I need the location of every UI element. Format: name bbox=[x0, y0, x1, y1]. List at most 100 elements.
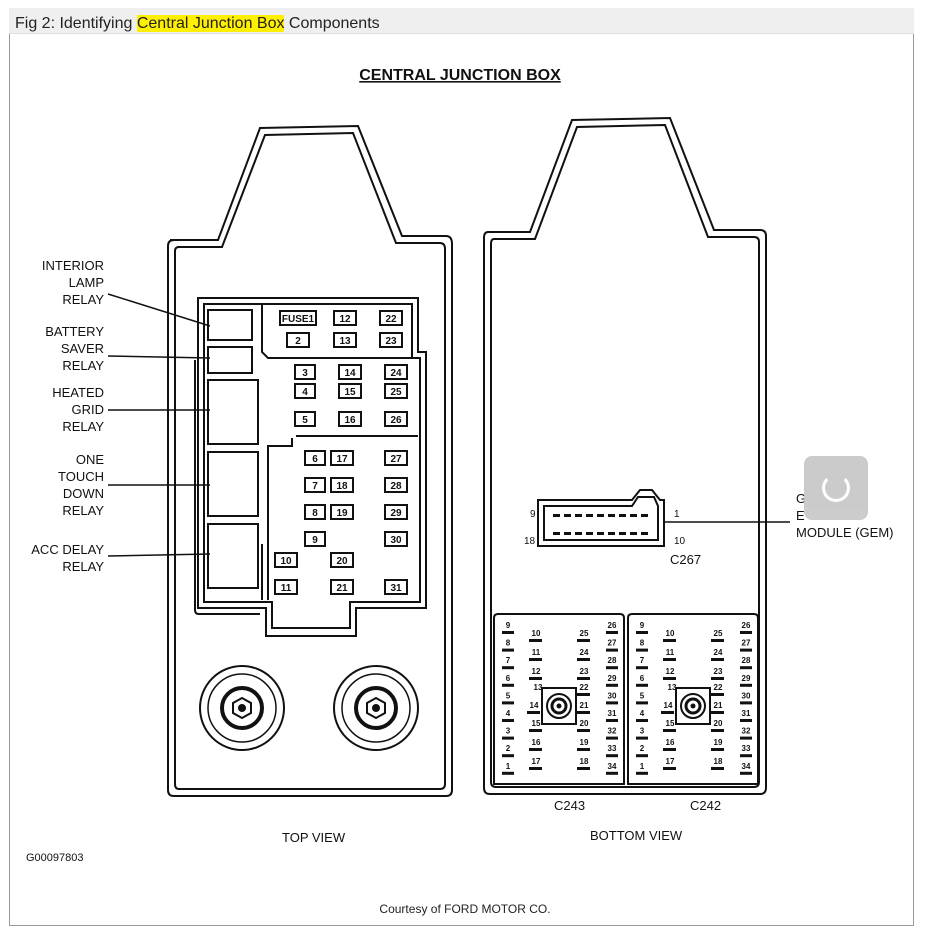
pin bbox=[636, 736, 648, 740]
fuse-label: 8 bbox=[312, 508, 318, 519]
pin bbox=[711, 729, 724, 732]
pin-label: 19 bbox=[580, 738, 589, 747]
pin-label: 8 bbox=[506, 639, 511, 648]
fuse-label: 14 bbox=[344, 368, 356, 379]
pin bbox=[606, 771, 618, 775]
gem-pin bbox=[608, 532, 615, 535]
pin bbox=[502, 666, 514, 670]
pin-label: 27 bbox=[608, 639, 617, 648]
stud-bolt-left bbox=[199, 665, 285, 751]
figure-caption: Fig 2: Identifying Central Junction Box … bbox=[15, 15, 380, 33]
pin bbox=[636, 631, 648, 634]
pin bbox=[529, 639, 542, 642]
acc-delay-relay-slot bbox=[207, 523, 259, 589]
pin-label: 31 bbox=[608, 709, 617, 718]
pin bbox=[529, 729, 542, 732]
gem-pin bbox=[575, 532, 582, 535]
fuse-21: 21 bbox=[330, 579, 354, 595]
pin-label: 10 bbox=[666, 629, 675, 638]
gem-connector-name: C267 bbox=[670, 552, 701, 567]
pin-label: 3 bbox=[640, 727, 645, 736]
bottom-view-housing bbox=[483, 116, 767, 795]
fuse-5: 5 bbox=[294, 411, 316, 427]
pin-label: 21 bbox=[580, 701, 589, 710]
fuse-label: 12 bbox=[339, 314, 351, 325]
fuse-label: 2 bbox=[295, 336, 301, 347]
relay-label-line: INTERIOR bbox=[42, 258, 104, 273]
fuse-11: 11 bbox=[274, 579, 298, 595]
relay-label-line: RELAY bbox=[62, 419, 104, 434]
fuse-label: 7 bbox=[312, 481, 318, 492]
fuse-label: 9 bbox=[312, 535, 318, 546]
pin-label: 23 bbox=[714, 667, 723, 676]
gem-pin bbox=[586, 514, 593, 517]
gem-pin-label-9: 9 bbox=[530, 509, 536, 520]
pin-label: 19 bbox=[714, 738, 723, 747]
fuse-18: 18 bbox=[330, 477, 354, 493]
bottom-connector: 9876543212627282930313233341011121415161… bbox=[502, 621, 618, 775]
pin-label: 22 bbox=[714, 683, 723, 692]
pin bbox=[606, 631, 618, 634]
relay-label-line: RELAY bbox=[62, 503, 104, 518]
pin bbox=[577, 748, 590, 751]
pin-label: 29 bbox=[608, 674, 617, 683]
bottom-connectors: 9876543212627282930313233341011121415161… bbox=[502, 621, 752, 775]
pin bbox=[606, 719, 618, 722]
fuse-label: 31 bbox=[390, 583, 402, 594]
fuse-29: 29 bbox=[384, 504, 408, 520]
pin-label: 10 bbox=[532, 629, 541, 638]
gem-pin bbox=[564, 532, 571, 535]
gem-pin bbox=[564, 514, 571, 517]
pin bbox=[606, 648, 618, 652]
pin-label: 29 bbox=[742, 674, 751, 683]
fuse-label: 10 bbox=[280, 556, 292, 567]
fuse-26: 26 bbox=[384, 411, 408, 427]
fuse-label: 17 bbox=[336, 454, 348, 465]
pin bbox=[661, 711, 674, 714]
pin bbox=[636, 683, 648, 687]
fuse-30: 30 bbox=[384, 531, 408, 547]
pin-label: 24 bbox=[714, 648, 723, 657]
pin bbox=[636, 754, 648, 758]
pin-label: 24 bbox=[580, 648, 589, 657]
interior-lamp-relay-slot bbox=[207, 309, 253, 341]
pin-label: 11 bbox=[666, 648, 675, 657]
pin-label: 34 bbox=[742, 762, 751, 771]
pin-label: 16 bbox=[532, 738, 541, 747]
gem-pin bbox=[597, 532, 604, 535]
pin-label: 26 bbox=[742, 621, 751, 630]
loading-spinner[interactable] bbox=[804, 456, 868, 520]
pin-label: 8 bbox=[640, 639, 645, 648]
pin-label: 13 bbox=[534, 683, 543, 692]
pin-label: 14 bbox=[530, 701, 539, 710]
pin-label: 25 bbox=[580, 629, 589, 638]
figure-frame bbox=[9, 8, 914, 926]
pin-label: 15 bbox=[666, 719, 675, 728]
fuse-label: 21 bbox=[336, 583, 348, 594]
relay-labels: INTERIORLAMPRELAYBATTERYSAVERRELAYHEATED… bbox=[31, 258, 104, 574]
fuse-15: 15 bbox=[338, 383, 362, 399]
fuse-label: FUSE1 bbox=[282, 314, 315, 325]
fuse-2: 2 bbox=[286, 332, 310, 348]
pin bbox=[606, 754, 618, 758]
courtesy-credit: Courtesy of FORD MOTOR CO. bbox=[379, 902, 551, 916]
fuse-label: 18 bbox=[336, 481, 348, 492]
pin bbox=[577, 658, 590, 661]
figure-id: G00097803 bbox=[26, 852, 84, 864]
pin bbox=[740, 754, 752, 758]
bottom-view-label: BOTTOM VIEW bbox=[590, 828, 683, 843]
pin-label: 7 bbox=[640, 656, 645, 665]
pin-label: 14 bbox=[664, 701, 673, 710]
pin bbox=[740, 666, 752, 670]
gem-label-line-1: G bbox=[796, 491, 806, 506]
pin-label: 30 bbox=[608, 691, 617, 700]
pin bbox=[711, 711, 724, 714]
pin-label: 28 bbox=[608, 656, 617, 665]
pin bbox=[606, 666, 618, 670]
fuse-19: 19 bbox=[330, 504, 354, 520]
pin bbox=[502, 631, 514, 634]
fuse-27: 27 bbox=[384, 450, 408, 466]
pin bbox=[711, 639, 724, 642]
pin-label: 12 bbox=[532, 667, 541, 676]
gem-pin bbox=[553, 532, 560, 535]
